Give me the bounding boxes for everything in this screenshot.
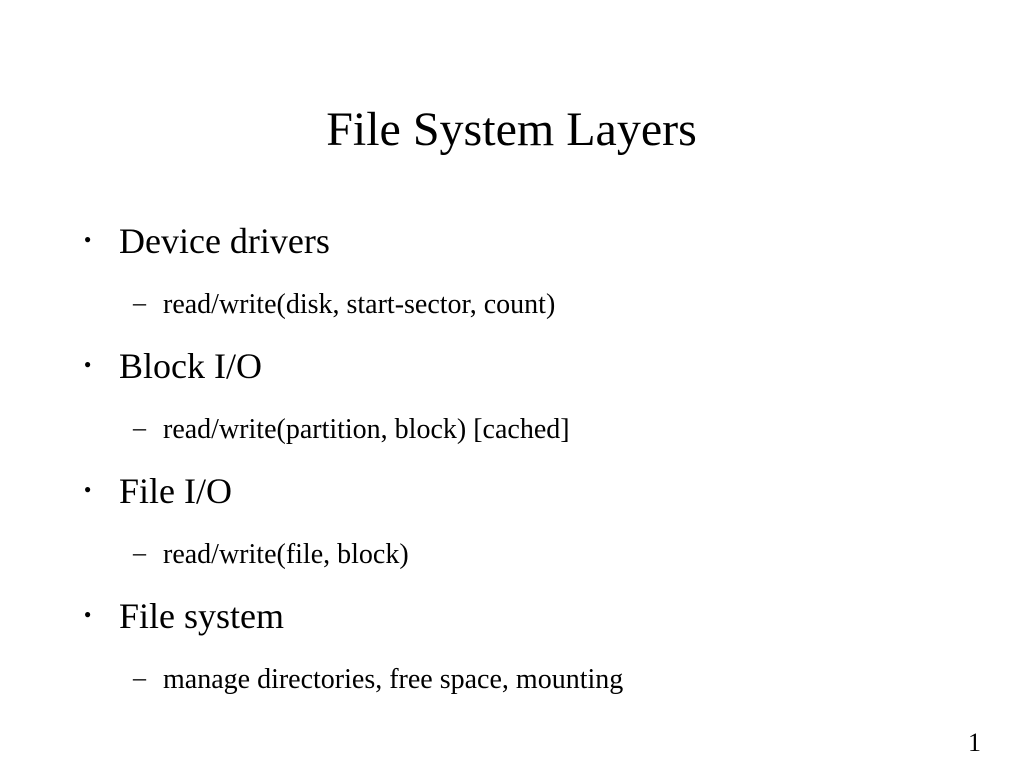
dash-icon: – xyxy=(133,538,146,567)
bullet-text: Block I/O xyxy=(119,346,262,386)
dash-icon: – xyxy=(133,413,146,442)
bullet-dot-icon: ● xyxy=(84,357,92,371)
dash-icon: – xyxy=(133,663,146,692)
bullet-text: Device drivers xyxy=(119,221,330,261)
bullet-text: File I/O xyxy=(119,471,232,511)
slide-title: File System Layers xyxy=(326,103,697,156)
sub-bullet-text: read/write(file, block) xyxy=(163,539,409,570)
sub-bullet-text: manage directories, free space, mounting xyxy=(163,664,624,695)
bullet-dot-icon: ● xyxy=(84,232,92,246)
sub-bullet-text: read/write(disk, start-sector, count) xyxy=(163,289,556,320)
bullet-dot-icon: ● xyxy=(84,482,92,496)
sub-bullet-text: read/write(partition, block) [cached] xyxy=(163,414,570,445)
bullet-dot-icon: ● xyxy=(84,607,92,621)
bullet-text: File system xyxy=(119,596,285,636)
dash-icon: – xyxy=(133,288,146,317)
page-number: 1 xyxy=(968,728,981,757)
